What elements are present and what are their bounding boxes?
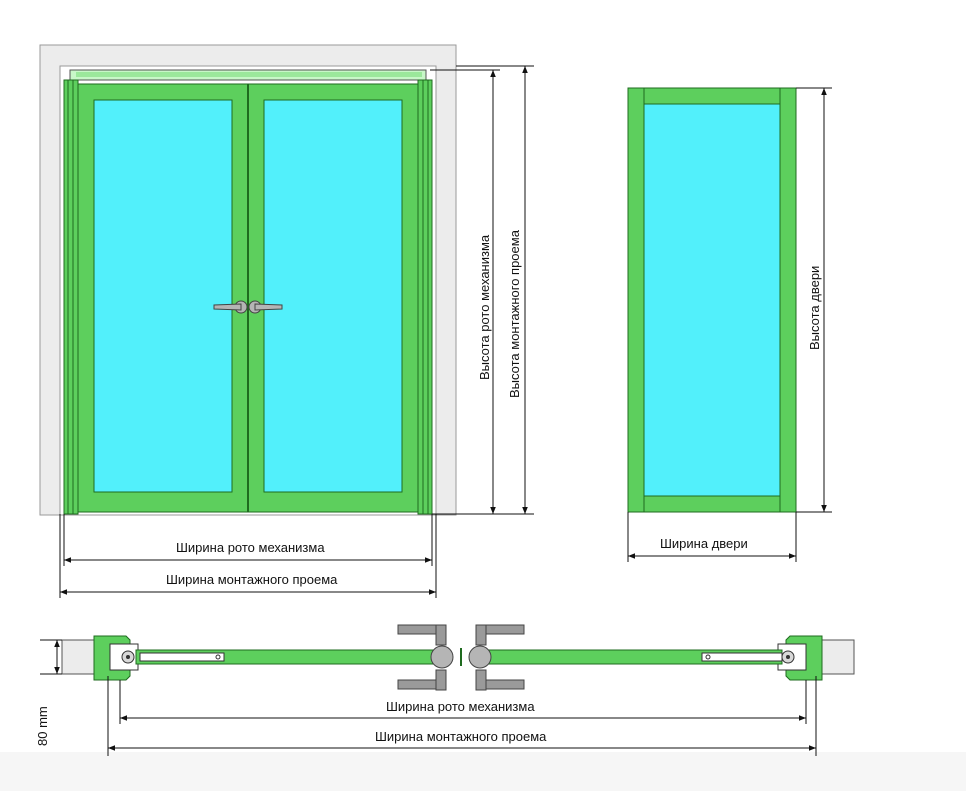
dim-door-width <box>627 512 797 562</box>
dim-plan-opening-width <box>107 676 817 756</box>
label-roto-height: Высота рото механизма <box>477 234 492 380</box>
left-pivot-profile <box>93 635 139 681</box>
door-handle-left <box>213 300 248 314</box>
dim-door-height <box>796 87 832 513</box>
single-door-elevation <box>627 87 797 513</box>
label-opening-height: Высота монтажного проема <box>507 230 522 398</box>
label-door-width: Ширина двери <box>660 536 748 551</box>
dim-plan-roto-width <box>119 680 807 724</box>
door-handle-right <box>248 300 283 314</box>
label-plan-opening-width: Ширина монтажного проема <box>375 729 547 744</box>
label-plan-roto-width: Ширина рото механизма <box>386 699 535 714</box>
dim-roto-width <box>63 514 433 566</box>
footer-strip <box>0 752 966 791</box>
plan-handles <box>397 624 525 691</box>
left-leaf <box>77 83 249 513</box>
label-depth: 80 mm <box>35 706 50 746</box>
right-post <box>417 79 433 515</box>
right-pivot-profile <box>777 635 823 681</box>
left-post <box>63 79 79 515</box>
dim-opening-height <box>456 65 534 515</box>
label-opening-width: Ширина монтажного проема <box>166 572 338 587</box>
label-roto-width: Ширина рото механизма <box>176 540 325 555</box>
plan-view <box>61 624 855 691</box>
dim-opening-width <box>59 514 437 598</box>
label-door-height: Высота двери <box>807 265 822 350</box>
double-door-elevation <box>39 44 457 516</box>
dim-depth <box>40 639 62 675</box>
right-leaf <box>247 83 419 513</box>
